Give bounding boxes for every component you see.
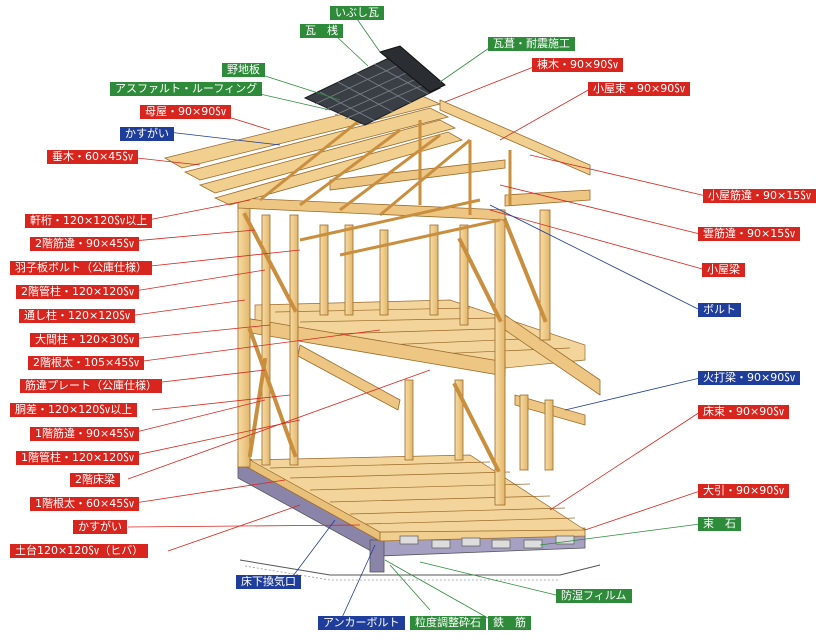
label-tekkin: 鉄 筋 xyxy=(488,616,531,630)
label-koyabari: 小屋梁 xyxy=(702,263,745,277)
posts xyxy=(237,204,554,506)
label-hiuchibari: 火打梁・90×90㏜ xyxy=(698,371,801,385)
label-tsukaishi: 束 石 xyxy=(698,517,741,531)
label-asphalt-roofing: アスファルト・ルーフィング xyxy=(110,82,263,96)
label-koyazuka: 小屋束・90×90㏜ xyxy=(588,82,691,96)
label-taruki: 垂木・60×45㏜ xyxy=(47,150,139,164)
roof-tiles xyxy=(303,45,446,126)
label-1f-sujikai: 1階筋違・90×45㏜ xyxy=(30,427,140,441)
label-yukashita-kankiko: 床下換気口 xyxy=(236,575,301,589)
label-nojiita: 野地板 xyxy=(222,63,265,77)
label-toshibashira: 通し柱・120×120㏜ xyxy=(19,309,136,323)
roof-truss xyxy=(259,118,512,257)
label-bousitsu-film: 防湿フィルム xyxy=(556,589,632,603)
label-kasugai-top: かすがい xyxy=(120,127,174,141)
label-sujikai-plate: 筋違プレート（公庫仕様） xyxy=(20,379,162,393)
label-oobiki: 大引・90×90㏜ xyxy=(698,484,790,498)
label-1f-kudabashira: 1階管柱・120×120㏜ xyxy=(16,451,140,465)
label-kawara-sen: 瓦 桟 xyxy=(300,24,343,38)
label-hagoita-bolt: 羽子板ボルト（公庫仕様） xyxy=(10,261,152,275)
label-1f-neda: 1階根太・60×45㏜ xyxy=(30,497,140,511)
label-dodai: 土台120×120㏜（ヒバ） xyxy=(10,544,149,558)
label-yukazuka: 床束・90×90㏜ xyxy=(698,405,790,419)
label-2f-yukabari: 2階床梁 xyxy=(70,473,120,487)
label-munagi: 棟木・90×90㏜ xyxy=(532,58,624,72)
label-dousa: 胴差・120×120㏜以上 xyxy=(10,403,138,417)
footing-stones xyxy=(399,535,575,549)
label-2f-kudabashira: 2階管柱・120×120㏜ xyxy=(16,285,140,299)
label-2f-sujikai: 2階筋違・90×45㏜ xyxy=(30,237,140,251)
second-floor-beams xyxy=(244,314,601,426)
label-nokigeta: 軒桁・120×120㏜以上 xyxy=(25,214,153,228)
label-kasugai-bottom: かすがい xyxy=(73,520,127,534)
braces xyxy=(242,212,548,473)
label-bolt: ボルト xyxy=(698,303,741,317)
label-moya: 母屋・90×90㏜ xyxy=(140,105,232,119)
label-oomabashira: 大間柱・120×30㏜ xyxy=(30,333,140,347)
label-koya-sujikai: 小屋筋違・90×15㏜ xyxy=(703,189,816,203)
label-anchor-bolt: アンカーボルト xyxy=(318,616,405,630)
label-ibushi-kawara: いぶし瓦 xyxy=(330,6,384,20)
label-2f-neda: 2階根太・105×45㏜ xyxy=(28,356,145,370)
label-ryudo-saiseki: 粒度調整砕石 xyxy=(410,616,486,630)
label-kawarabuki: 瓦葺・耐震施工 xyxy=(488,37,575,51)
ground xyxy=(239,559,601,581)
wall-plates xyxy=(237,159,591,221)
label-kumo-sujikai: 雲筋違・90×15㏜ xyxy=(698,227,801,241)
